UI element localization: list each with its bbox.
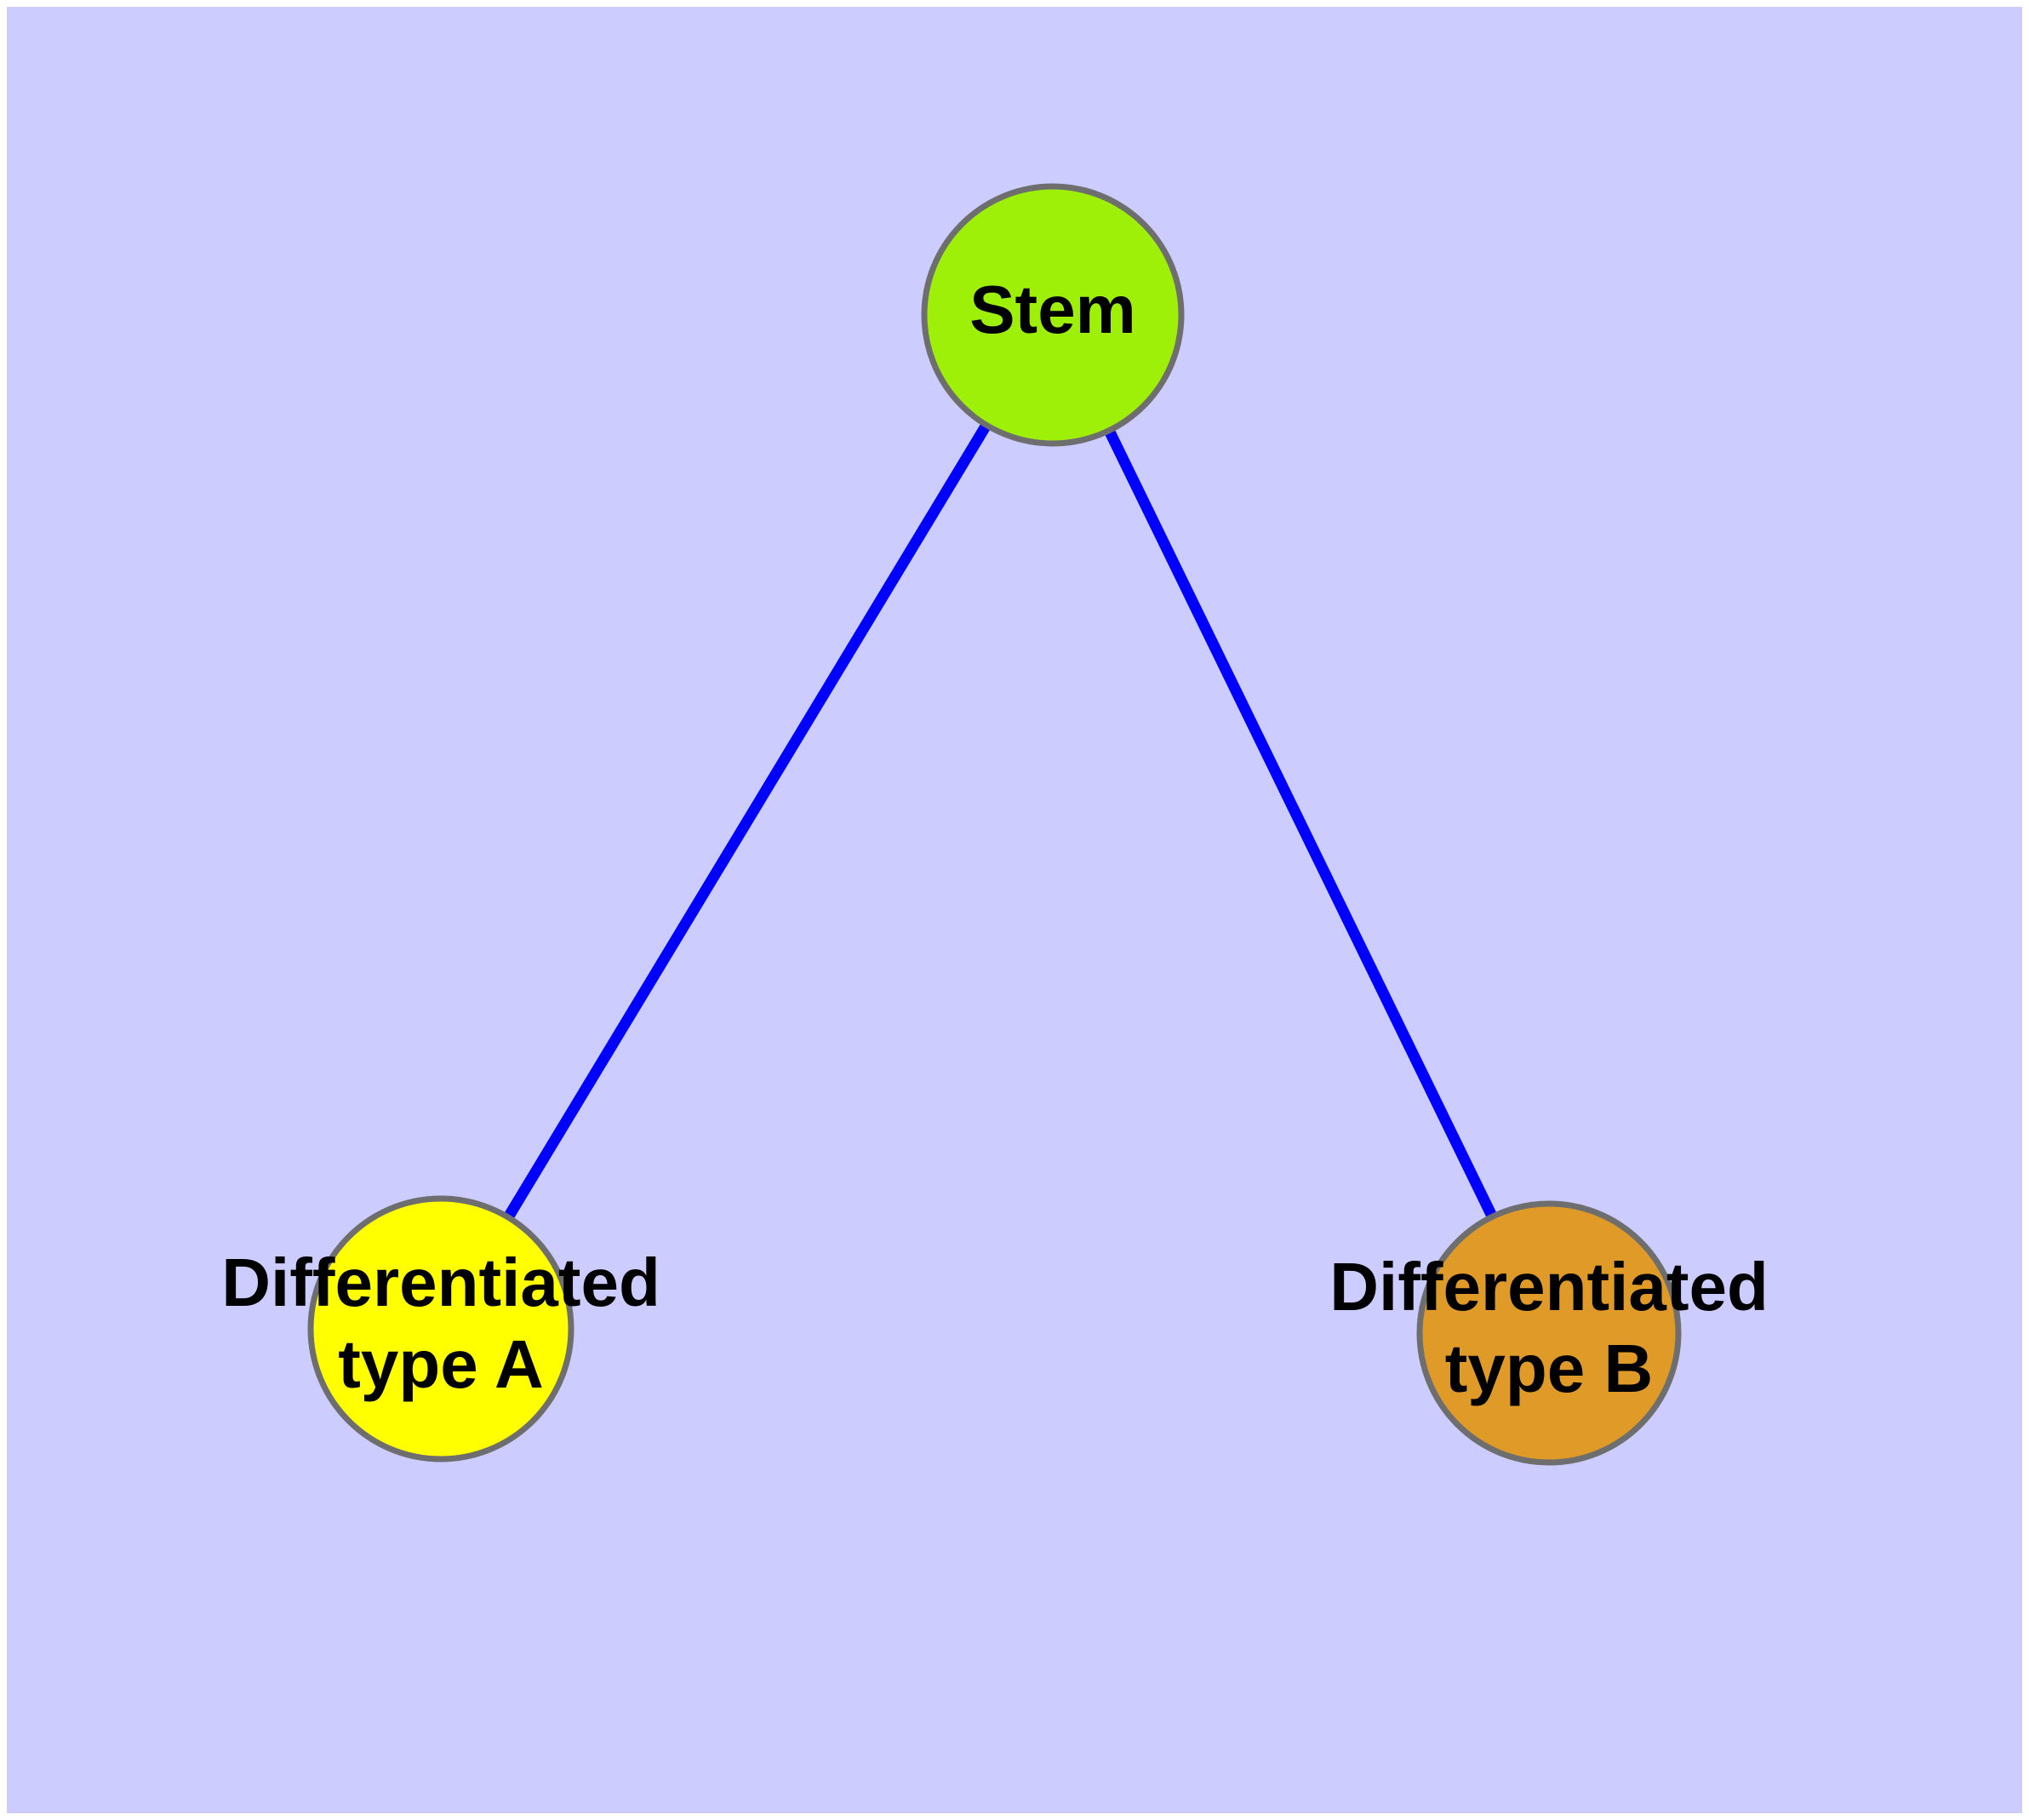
node-circle[interactable]	[921, 183, 1185, 447]
node-label: type A	[338, 1326, 544, 1402]
edges-layer	[503, 421, 1498, 1221]
graph-edge[interactable]	[1104, 427, 1498, 1220]
graph-node[interactable]: Stem	[921, 183, 1185, 447]
graph-edge[interactable]	[503, 421, 992, 1221]
node-circle[interactable]	[1416, 1200, 1682, 1466]
node-label: type B	[1445, 1331, 1654, 1406]
node-label: Differentiated	[1329, 1249, 1769, 1325]
node-circle[interactable]	[307, 1195, 574, 1462]
node-label: Stem	[969, 272, 1136, 347]
node-label: Differentiated	[221, 1245, 660, 1320]
